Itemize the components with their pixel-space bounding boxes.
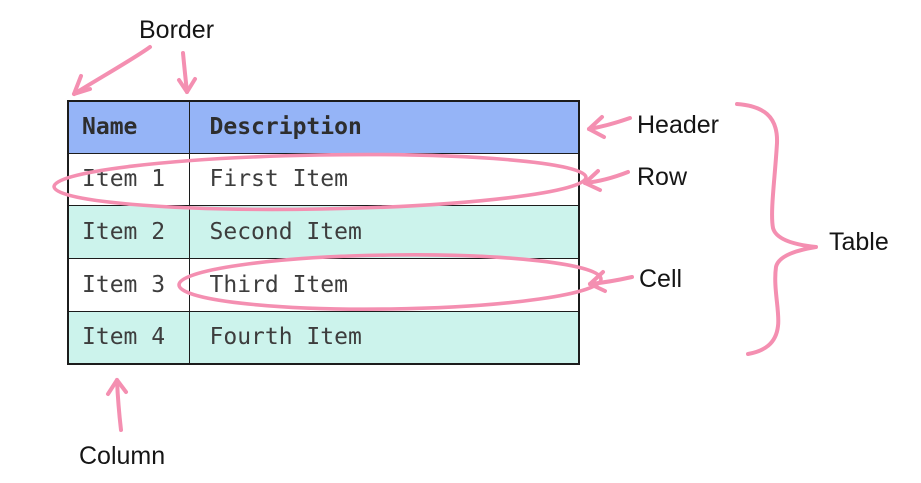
border-arrowhead-down-icon bbox=[177, 77, 197, 94]
row-arrowhead-icon bbox=[583, 169, 602, 192]
header-arrowhead-icon bbox=[587, 115, 606, 139]
row-arrow-icon bbox=[583, 170, 630, 185]
cell-description: First Item bbox=[188, 152, 580, 207]
cell-arrowhead-icon bbox=[588, 270, 607, 293]
column-label: Column bbox=[79, 442, 166, 470]
cell-name: Item 1 bbox=[67, 152, 190, 207]
column-arrow-icon bbox=[115, 378, 123, 432]
header-cell-description: Description bbox=[188, 100, 580, 154]
cell-name: Item 2 bbox=[67, 205, 190, 259]
table-row: Item 3 Third Item bbox=[67, 257, 580, 312]
border-arrow-left-icon bbox=[72, 45, 152, 96]
row-label: Row bbox=[637, 163, 688, 191]
table-row: Item 2 Second Item bbox=[67, 205, 580, 259]
table-row: Item 4 Fourth Item bbox=[67, 310, 580, 365]
header-cell-name: Name bbox=[67, 100, 190, 154]
table-header: Name Description bbox=[67, 100, 580, 154]
cell-label: Cell bbox=[639, 265, 683, 293]
border-arrow-down-icon bbox=[181, 51, 189, 94]
cell-description: Fourth Item bbox=[188, 310, 580, 365]
border-label: Border bbox=[139, 16, 215, 44]
border-arrowhead-left-icon bbox=[72, 74, 92, 96]
header-label: Header bbox=[637, 111, 719, 139]
cell-arrow-icon bbox=[588, 275, 634, 286]
example-table: Name Description Item 1 First Item Item … bbox=[67, 100, 580, 365]
cell-name: Item 4 bbox=[67, 310, 190, 365]
table-row: Item 1 First Item bbox=[67, 152, 580, 207]
header-arrow-icon bbox=[587, 116, 632, 131]
column-arrowhead-icon bbox=[106, 378, 128, 396]
cell-description: Second Item bbox=[188, 205, 580, 259]
header-row: Name Description bbox=[67, 100, 580, 154]
cell-name: Item 3 bbox=[67, 257, 190, 312]
cell-description: Third Item bbox=[188, 257, 580, 312]
table-brace-icon bbox=[735, 102, 818, 356]
table-label: Table bbox=[829, 228, 889, 256]
